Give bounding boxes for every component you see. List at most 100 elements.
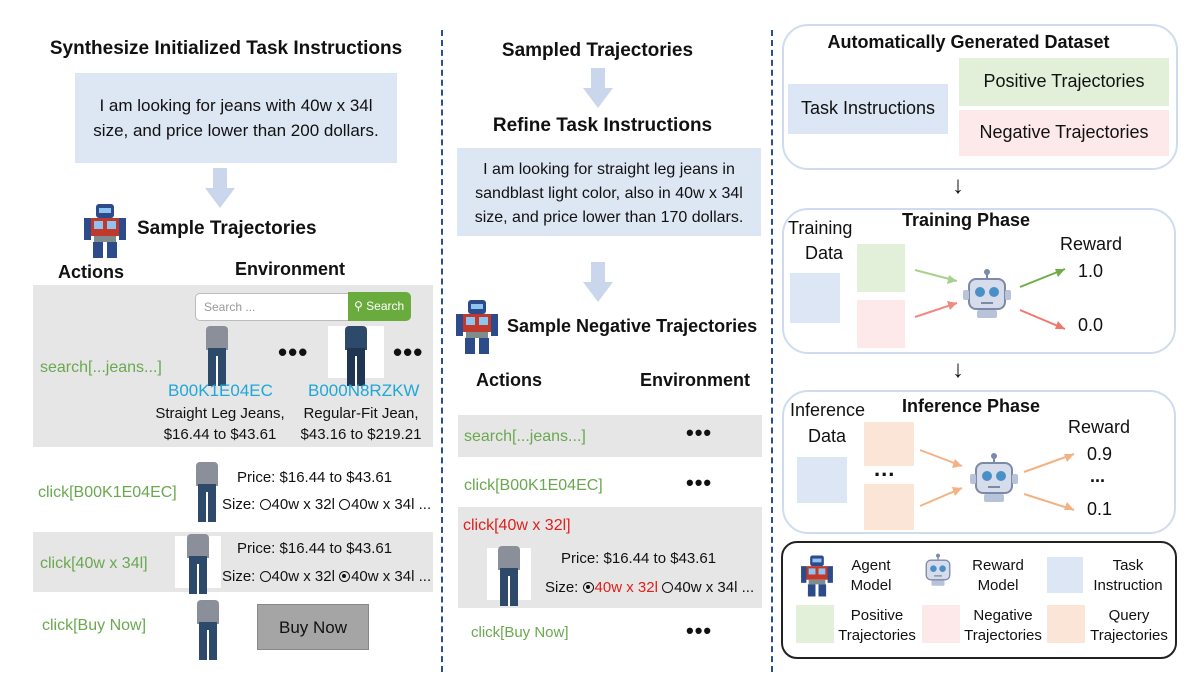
legend-negative-line1: Negative: [960, 606, 1046, 626]
negative-trajectories-label: Negative Trajectories: [979, 122, 1148, 142]
product1-id[interactable]: B00K1E04EC: [168, 381, 273, 401]
size-radio-34l[interactable]: [339, 499, 350, 510]
left-divider: [441, 30, 443, 672]
size-more-2: ...: [419, 568, 432, 585]
action-search: search[...jeans...]: [40, 359, 162, 377]
task-instructions-label: Task Instructions: [801, 98, 935, 118]
search-input[interactable]: Search ...: [195, 293, 350, 321]
action-click-product: click[B00K1E04EC]: [38, 484, 177, 502]
neg-size-radio-32l-selected[interactable]: [583, 582, 594, 593]
legend-positive-line2: Trajectories: [834, 626, 920, 646]
neg-size-line: Size: 40w x 32l 40w x 34l ...: [545, 579, 754, 596]
product1-price: $16.44 to $43.61: [150, 426, 290, 443]
training-positive-square: [857, 244, 905, 292]
training-phase-title: Training Phase: [902, 210, 1030, 231]
search-button-label: Search: [366, 299, 404, 313]
product1-name: Straight Leg Jeans,: [150, 405, 290, 422]
sampled-trajectories-title: Sampled Trajectories: [450, 40, 745, 62]
size-line-2: Size: 40w x 32l 40w x 34l ...: [222, 568, 431, 585]
legend-agent-icon: [801, 554, 833, 598]
action-click-size: click[40w x 34l]: [40, 555, 148, 573]
size-radio-32l-2[interactable]: [260, 571, 271, 582]
inference-reward-dots: ...: [1090, 466, 1105, 487]
down-arrow-3: [583, 262, 613, 302]
sample-trajectories-title: Sample Trajectories: [137, 218, 317, 240]
agent-robot-icon: [84, 202, 126, 260]
legend-task-instruction: Task Instruction: [1086, 556, 1170, 596]
refine-title: Refine Task Instructions: [450, 115, 755, 137]
down-arrow-1: [205, 168, 235, 208]
search-button[interactable]: ⚲ Search: [348, 292, 411, 321]
neg-action-click-size: click[40w x 32l]: [463, 517, 571, 535]
neg-action-buy: click[Buy Now]: [471, 624, 569, 641]
price-line-1: Price: $16.44 to $43.61: [237, 469, 392, 486]
positive-trajectories-label: Positive Trajectories: [983, 71, 1144, 91]
size-more: ...: [419, 496, 432, 513]
jeans-detail-image-3: [194, 600, 222, 660]
down-arrow-training: ↓: [952, 356, 964, 384]
size-radio-34l-2-selected[interactable]: [339, 571, 350, 582]
negative-trajectories-title: Sample Negative Trajectories: [507, 316, 757, 337]
down-arrow-2: [583, 68, 613, 108]
size-radio-32l[interactable]: [260, 499, 271, 510]
neg-env-ellipsis-1: •••: [686, 420, 712, 446]
action-buy-now: click[Buy Now]: [42, 617, 146, 635]
legend-query-square: [1047, 605, 1085, 643]
price-line-2: Price: $16.44 to $43.61: [237, 540, 392, 557]
training-reward-label: Reward: [1060, 234, 1122, 255]
right-divider: [771, 30, 773, 672]
search-placeholder: Search ...: [204, 300, 255, 314]
legend-query-line1: Query: [1086, 606, 1172, 626]
neg-env-ellipsis-4: •••: [686, 618, 712, 644]
query-ellipsis: ...: [874, 456, 895, 482]
legend-reward-model: Reward Model: [965, 556, 1031, 596]
legend-query-line2: Trajectories: [1086, 626, 1172, 646]
product-ellipsis-1: •••: [278, 337, 308, 368]
actions-header: Actions: [58, 262, 124, 283]
inference-data-label-1: Inference: [790, 400, 865, 421]
agent-robot-icon-2: [456, 298, 498, 356]
refined-instruction-box: I am looking for straight leg jeans in s…: [457, 148, 761, 236]
reward-model-icon-inference: [968, 452, 1020, 504]
neg-size-option-34l: 40w x 34l: [674, 579, 737, 596]
buy-now-label: Buy Now: [279, 618, 347, 637]
legend-reward-icon: [921, 553, 955, 587]
size-option-34l: 40w x 34l: [351, 496, 414, 513]
middle-actions-header: Actions: [476, 370, 542, 391]
training-reward-negative: 0.0: [1078, 315, 1103, 336]
product2-name: Regular-Fit Jean,: [291, 405, 431, 422]
size-line-1: Size: 40w x 32l 40w x 34l ...: [222, 496, 431, 513]
product2-id[interactable]: B000N8RZKW: [308, 381, 419, 401]
task-instructions-box: Task Instructions: [788, 84, 948, 134]
initial-instruction-box: I am looking for jeans with 40w x 34l si…: [75, 73, 397, 163]
jeans-detail-image-2: [184, 534, 212, 594]
neg-size-radio-34l[interactable]: [662, 582, 673, 593]
training-data-label-1: Training: [788, 218, 852, 239]
size-option-32l: 40w x 32l: [272, 496, 335, 513]
inference-phase-title: Inference Phase: [902, 396, 1040, 417]
environment-header: Environment: [235, 259, 345, 280]
legend-agent-line2: Model: [842, 576, 900, 596]
buy-now-button[interactable]: Buy Now: [257, 604, 369, 650]
neg-price-line: Price: $16.44 to $43.61: [561, 550, 716, 567]
jeans-product-image-2: [342, 326, 370, 386]
legend-negative-line2: Trajectories: [960, 626, 1046, 646]
neg-action-search: search[...jeans...]: [464, 428, 586, 446]
legend-negative-square: [922, 605, 960, 643]
legend-reward-line2: Model: [965, 576, 1031, 596]
down-arrow-dataset: ↓: [952, 172, 964, 200]
synthesize-title: Synthesize Initialized Task Instructions: [20, 38, 432, 60]
jeans-product-image-1: [203, 326, 231, 386]
inference-reward-low: 0.1: [1087, 499, 1112, 520]
legend-positive-line1: Positive: [834, 606, 920, 626]
initial-instruction-text: I am looking for jeans with 40w x 34l si…: [93, 96, 378, 140]
neg-size-more: ...: [742, 579, 755, 596]
neg-size-option-32l: 40w x 32l: [595, 579, 658, 596]
inference-data-label-2: Data: [808, 426, 846, 447]
size-label-2: Size:: [222, 568, 255, 585]
refined-instruction-text: I am looking for straight leg jeans in s…: [475, 161, 744, 226]
neg-size-label: Size:: [545, 579, 578, 596]
product-ellipsis-2: •••: [393, 337, 423, 368]
neg-env-ellipsis-2: •••: [686, 470, 712, 496]
legend-positive-square: [796, 605, 834, 643]
